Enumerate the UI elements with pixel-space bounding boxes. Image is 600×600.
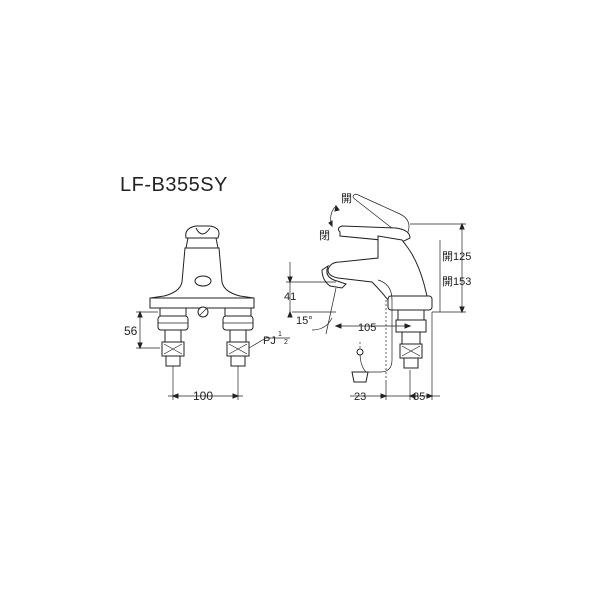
dim-56-label: 56 xyxy=(124,324,138,338)
angle-15-label: 15° xyxy=(296,315,313,327)
spout-outlet xyxy=(194,275,212,287)
side-body xyxy=(327,235,429,301)
dim-105-label: 105 xyxy=(358,322,376,334)
drain-plug xyxy=(351,371,369,383)
dim-23-label: 23 xyxy=(354,391,366,403)
thread-label-sup: 1 xyxy=(278,331,282,338)
dim-35-label: 35 xyxy=(413,391,425,403)
model-title: LF-B355SY xyxy=(120,174,228,196)
left-shank xyxy=(157,307,189,367)
right-shank xyxy=(222,307,254,367)
dim-100-label: 100 xyxy=(193,389,213,403)
dim-open-153: 開153 xyxy=(442,275,471,288)
thread-label: PJ xyxy=(263,335,276,347)
front-handle xyxy=(185,225,220,239)
front-view: 56 100 PJ 1 2 xyxy=(124,225,290,403)
handle-open-position xyxy=(352,193,410,237)
open-label: 開 xyxy=(341,192,352,205)
dim-41-label: 41 xyxy=(284,291,296,303)
dim-open-125: 開125 xyxy=(442,250,471,263)
side-view: 開 閉 開125 開153 41 15° 105 23 35 xyxy=(284,192,471,403)
side-spout xyxy=(321,264,347,289)
thread-label-sub: 2 xyxy=(284,339,288,346)
close-label: 閉 xyxy=(319,229,330,242)
